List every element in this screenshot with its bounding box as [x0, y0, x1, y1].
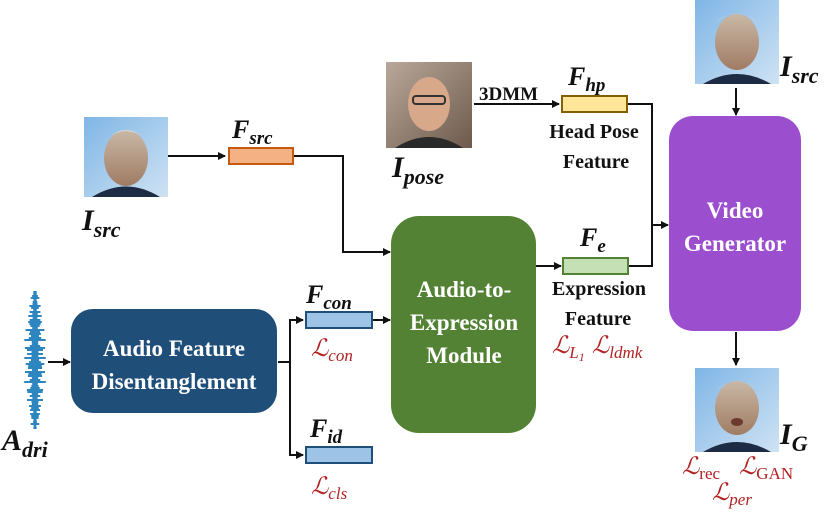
f-e-bar: [562, 257, 629, 275]
loss-per: ℒper: [712, 480, 752, 509]
a2e-rect: [391, 216, 536, 433]
audio-feature-box: Audio Feature Disentanglement: [71, 309, 277, 413]
f-src-bar: [228, 147, 294, 165]
arrow-audio-to-fid: [289, 362, 304, 459]
vg-line1: Video: [707, 198, 764, 223]
arrow-fhp-to-vg: [627, 103, 653, 225]
loss-gan: ℒGAN: [739, 454, 793, 483]
arrow-fe-to-vg: [628, 221, 669, 267]
waveform-lines: [24, 291, 46, 429]
label-ig: IG: [779, 418, 808, 456]
label-3dmm: 3DMM: [479, 84, 538, 105]
loss-rec: ℒrec: [682, 454, 721, 483]
label-fcon: Fcon: [305, 280, 352, 314]
label-fsrc: Fsrc: [231, 115, 273, 149]
label-isrc-top: Isrc: [779, 50, 819, 88]
audio-box-line2: Disentanglement: [92, 369, 257, 394]
label-head-pose-2: Feature: [563, 151, 629, 173]
label-fhp: Fhp: [567, 62, 605, 96]
audio-waveform: [24, 291, 46, 429]
a2e-line3: Module: [426, 343, 501, 368]
video-generator-box: Video Generator: [669, 116, 801, 331]
label-ipose: Ipose: [391, 151, 444, 189]
label-fid: Fid: [309, 414, 343, 448]
face-photo-isrc-left: [84, 117, 168, 197]
audio-feature-rect: [71, 309, 277, 413]
video-generator-rect: [669, 116, 801, 331]
loss-l1: ℒL1: [552, 333, 585, 364]
f-hp-bar: [561, 95, 628, 113]
label-head-pose-1: Head Pose: [549, 121, 639, 143]
label-adri: Adri: [0, 424, 49, 462]
connectors: [48, 88, 740, 459]
loss-ldmk: ℒldmk: [592, 333, 643, 362]
f-id-bar: [305, 446, 373, 464]
audio-box-line1: Audio Feature: [103, 336, 245, 361]
label-expression-2: Feature: [565, 308, 631, 330]
label-fe: Fe: [579, 223, 606, 257]
label-expression-1: Expression: [552, 278, 646, 300]
loss-con: ℒcon: [311, 336, 353, 365]
a2e-module-box: Audio-to- Expression Module: [391, 216, 536, 433]
face-photo-ipose: [386, 62, 472, 148]
label-isrc-left: Isrc: [81, 204, 121, 242]
a2e-line1: Audio-to-: [417, 277, 512, 302]
arrow-audio-to-fcon: [278, 316, 304, 363]
face-photo-isrc-top: [695, 0, 779, 84]
f-con-bar: [305, 311, 373, 329]
vg-line2: Generator: [684, 231, 786, 256]
loss-cls: ℒcls: [311, 474, 348, 503]
face-photo-ig: [695, 368, 779, 452]
a2e-line2: Expression: [410, 310, 518, 335]
arrow-fsrc-to-a2e: [293, 155, 391, 256]
